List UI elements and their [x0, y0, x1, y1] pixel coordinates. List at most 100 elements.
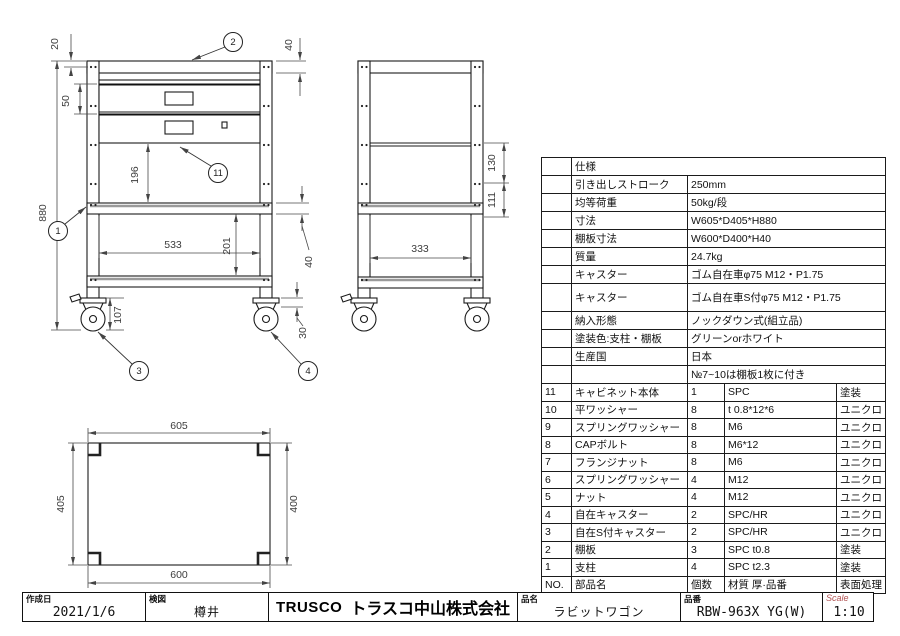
drawer-cabinet — [98, 79, 261, 144]
part-name: 自在S付キャスター — [571, 523, 688, 542]
part-finish: ユニクロ — [835, 400, 887, 419]
caster — [463, 297, 491, 332]
spec-label: 均等荷重 — [571, 193, 688, 212]
spec-value: ゴム自在車S付φ75 M12・P1.75 — [686, 283, 887, 312]
part-finish: ユニクロ — [835, 453, 887, 472]
part-name: 自在キャスター — [571, 505, 688, 524]
part-material: SPC t0.8 — [724, 540, 837, 559]
part-material: SPC/HR — [724, 505, 837, 524]
spec-label: 寸法 — [571, 211, 688, 230]
spec-value: W605*D405*H880 — [686, 211, 887, 230]
part-name: CAPボルト — [571, 435, 688, 454]
part-name: 棚板 — [571, 540, 688, 559]
part-name: 支柱 — [571, 558, 688, 577]
dim-outer-width: 605 — [170, 420, 188, 432]
part-material: M6 — [724, 418, 837, 437]
balloon-11 — [208, 163, 228, 183]
caster — [252, 297, 280, 332]
post-section — [88, 443, 102, 457]
dim-outer-depth: 405 — [55, 495, 67, 513]
scale-value: 1:10 — [833, 605, 865, 620]
part-qty: 1 — [687, 383, 725, 402]
spec-value: 24.7kg — [686, 247, 887, 266]
dim-plate-height: 30 — [297, 327, 309, 339]
drawer-handle — [164, 120, 194, 135]
checked-by-cell: 検図 樽井 — [146, 593, 269, 621]
scale-cell: Scale 1:10 — [823, 593, 875, 621]
part-qty: 3 — [687, 540, 725, 559]
dim-shelf-pitch: 201 — [221, 237, 233, 255]
part-no: 7 — [541, 453, 572, 472]
drawer-handle — [164, 91, 194, 106]
dim-inner-width: 533 — [164, 239, 182, 251]
caster-stopper — [69, 293, 107, 332]
part-finish: 塗装 — [835, 558, 887, 577]
spec-label: 塗装色:支柱・棚板 — [571, 329, 688, 348]
spec-label: 生産国 — [571, 347, 688, 366]
part-no: 6 — [541, 470, 572, 489]
part-finish: ユニクロ — [835, 470, 887, 489]
spec-value: ノックダウン式(組立品) — [686, 311, 887, 330]
part-number-value: RBW-963X YG(W) — [696, 605, 807, 620]
company-cell: TRUSCO トラスコ中山株式会社 — [269, 593, 518, 621]
part-no: 9 — [541, 418, 572, 437]
product-name-label: 品名 — [521, 594, 539, 604]
part-no: 2 — [541, 540, 572, 559]
front-dimensions: 880 20 50 196 533 201 107 — [37, 34, 315, 339]
balloon-4 — [298, 361, 318, 381]
dim-hole-span-lower: 111 — [486, 192, 498, 208]
dim-hole-span-upper: 130 — [486, 154, 498, 172]
part-name: ナット — [571, 488, 688, 507]
balloon-1-label: 1 — [55, 226, 60, 237]
part-name: スプリングワッシャー — [571, 418, 688, 437]
dim-top-gap: 20 — [49, 38, 61, 50]
checked-by-value: 樽井 — [193, 605, 220, 619]
title-block: 作成日 2021/1/6 検図 樽井 TRUSCO トラスコ中山株式会社 品名 … — [22, 592, 874, 622]
part-qty: 4 — [687, 488, 725, 507]
rivet-holes — [360, 65, 481, 282]
part-finish: ユニクロ — [835, 523, 887, 542]
balloon-1 — [48, 221, 68, 241]
spec-value: グリーンorホワイト — [686, 329, 887, 348]
part-finish: ユニクロ — [835, 435, 887, 454]
product-name-cell: 品名 ラビットワゴン — [518, 593, 681, 621]
part-qty: 8 — [687, 400, 725, 419]
dim-shelf-depth: 400 — [288, 495, 300, 513]
part-no: 10 — [541, 400, 572, 419]
part-number-cell: 品番 RBW-963X YG(W) — [681, 593, 823, 621]
part-finish: 塗装 — [835, 383, 887, 402]
top-view: 605 600 405 400 — [55, 420, 300, 588]
parts-header-qty: 個数 — [687, 575, 725, 594]
parts-header-material: 材質 厚·品番 — [724, 575, 837, 594]
trusco-logo: TRUSCO — [275, 598, 343, 616]
spec-label: 納入形態 — [571, 311, 688, 330]
part-material: M12 — [724, 470, 837, 489]
product-name-value: ラビットワゴン — [553, 605, 645, 619]
part-qty: 8 — [687, 435, 725, 454]
spec-label: キャスター — [571, 283, 688, 312]
part-name: 平ワッシャー — [571, 400, 688, 419]
scale-label: Scale — [826, 593, 849, 603]
part-finish: ユニクロ — [835, 418, 887, 437]
part-no: 5 — [541, 488, 572, 507]
part-no: 4 — [541, 505, 572, 524]
caster-stopper — [340, 293, 378, 332]
part-material: SPC/HR — [724, 523, 837, 542]
top-dimensions: 605 600 405 400 — [55, 420, 300, 588]
part-qty: 2 — [687, 523, 725, 542]
post-section — [88, 551, 102, 565]
part-number-label: 品番 — [684, 594, 702, 604]
company-name: トラスコ中山株式会社 — [350, 601, 511, 618]
post-section — [256, 443, 270, 457]
side-dimensions: 130 111 333 — [369, 142, 509, 263]
dim-drawer-height: 50 — [60, 95, 72, 107]
balloon-3 — [129, 361, 149, 381]
part-qty: 8 — [687, 453, 725, 472]
spec-value: 50kg/段 — [686, 193, 887, 212]
balloon-3-label: 3 — [136, 366, 141, 377]
spec-note: №7~10は棚板1枚に付き — [686, 365, 887, 384]
part-material: M6 — [724, 453, 837, 472]
